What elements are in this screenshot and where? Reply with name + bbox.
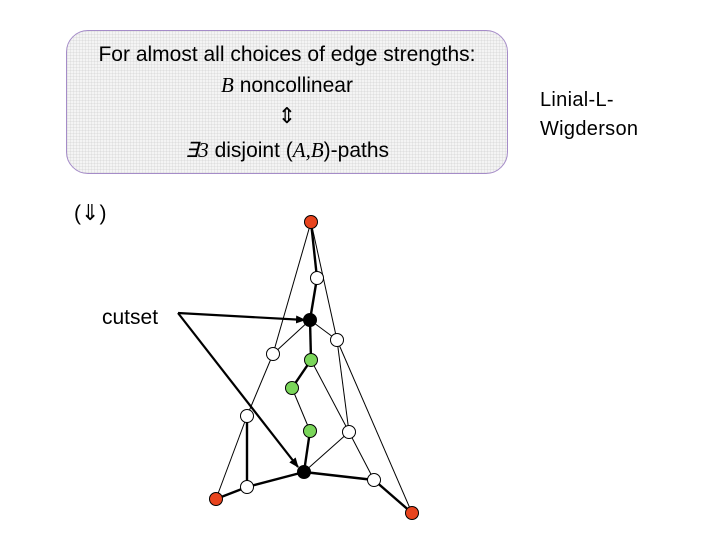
theorem-line-1: For almost all choices of edge strengths…: [98, 43, 476, 66]
edge-bold: [308, 277, 319, 321]
edge: [303, 431, 350, 473]
path-vertex: [304, 353, 318, 367]
path-vertex: [303, 424, 317, 438]
paren-close: ): [99, 202, 107, 225]
down-arrow-icon: ⇓: [81, 201, 100, 226]
edge-bold: [303, 470, 375, 482]
edge: [310, 359, 350, 433]
edge: [215, 415, 248, 500]
noncollinear-text: noncollinear: [233, 74, 353, 97]
theorem-box: For almost all choices of edge strengths…: [66, 30, 508, 174]
cut-vertex-lower: [297, 465, 311, 479]
authors-line-2: Wigderson: [540, 118, 639, 140]
terminal-vertex-right: [405, 506, 419, 520]
theorem-line-2: B noncollinear: [67, 73, 507, 98]
disjoint-text: disjoint (: [208, 139, 293, 162]
edge: [272, 319, 311, 355]
edge-bold: [246, 470, 305, 489]
terminal-vertex-left: [209, 492, 223, 506]
exists-3: ∃3: [184, 138, 209, 162]
edge: [291, 387, 311, 432]
cutset-arrows: [177, 311, 306, 468]
terminal-vertex-top: [304, 215, 318, 229]
authors-line-1: Linial-L-: [540, 89, 614, 111]
authors-label: Linial-L- Wigderson: [540, 86, 638, 144]
var-b: B: [221, 73, 234, 97]
double-arrow-icon: ⇕: [277, 104, 297, 129]
paths-text: )-paths: [323, 139, 390, 162]
edge: [348, 431, 375, 481]
edge-bold: [373, 479, 413, 514]
path-vertex: [285, 381, 299, 395]
cut-vertex-upper: [303, 313, 317, 327]
var-ab: A,B: [292, 138, 324, 162]
vertex: [240, 409, 254, 423]
arrow-to-lower-cut-vertex: [177, 312, 299, 468]
edge: [336, 339, 413, 514]
vertices: [209, 215, 419, 520]
arrow-to-upper-cut-vertex: [177, 311, 306, 324]
vertex: [240, 480, 254, 494]
vertex: [266, 347, 280, 361]
reverse-direction-mark: (⇓): [74, 201, 106, 226]
edge: [310, 221, 338, 341]
edge: [272, 221, 312, 355]
path-edges: [215, 221, 413, 514]
iff-symbol: ⇕: [67, 104, 507, 129]
vertex: [367, 473, 381, 487]
theorem-line-4: ∃3 disjoint (A,B)-paths: [67, 138, 507, 163]
cutset-label: cutset: [102, 306, 159, 329]
vertex: [310, 271, 324, 285]
thin-edges: [215, 221, 413, 514]
vertex: [330, 333, 344, 347]
paren-open: (: [74, 202, 81, 225]
edge-bold: [309, 221, 319, 279]
vertex: [342, 425, 356, 439]
edge: [336, 339, 350, 433]
